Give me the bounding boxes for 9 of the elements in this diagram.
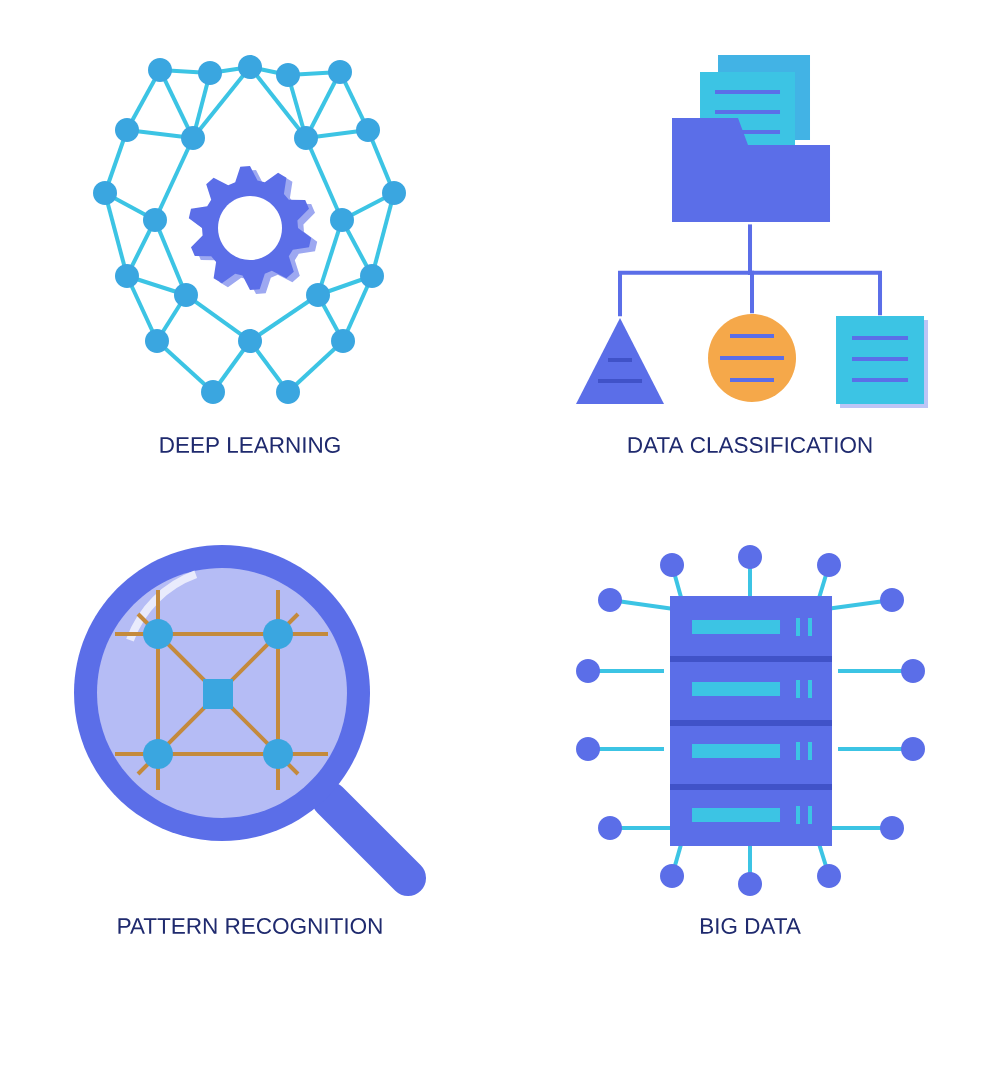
icon-label: DATA CLASSIFICATION	[628, 437, 872, 453]
icon-label: BIG DATA	[701, 918, 801, 934]
folder-icon	[672, 55, 830, 222]
document-icon	[836, 316, 928, 408]
triangle-shape	[576, 318, 664, 404]
icon-label: DEEP LEARNING	[160, 437, 340, 453]
circle-shape	[708, 314, 796, 402]
connector-line	[748, 224, 883, 316]
icon-label: PATTERN RECOGNITION	[118, 918, 382, 934]
